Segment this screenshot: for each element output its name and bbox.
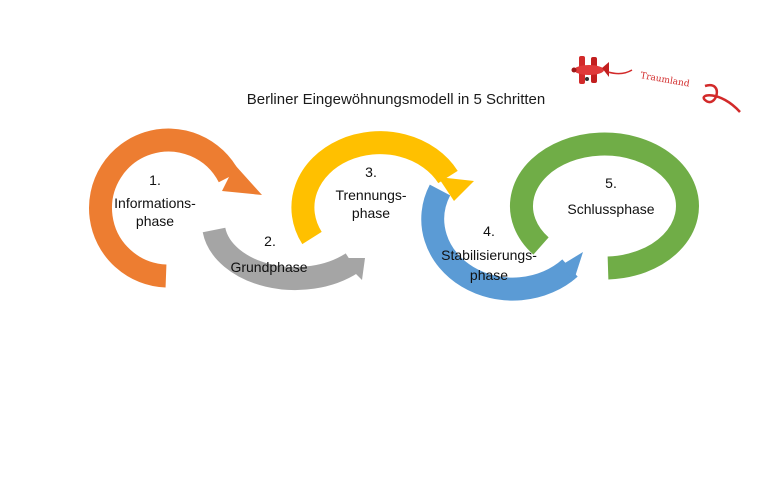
step-1-label: 1. Informations- phase [114, 172, 196, 229]
svg-text:phase: phase [136, 213, 174, 229]
svg-text:Trennungs-: Trennungs- [335, 187, 406, 203]
svg-text:4.: 4. [483, 223, 495, 239]
step-2-label: 2. Grundphase [230, 233, 307, 275]
logo: Traumland [571, 56, 741, 113]
svg-text:phase: phase [352, 205, 390, 221]
diagram-title: Berliner Eingewöhnungsmodell in 5 Schrit… [247, 91, 546, 108]
svg-text:Schlussphase: Schlussphase [567, 201, 654, 217]
svg-text:5.: 5. [605, 175, 617, 191]
svg-text:Informations-: Informations- [114, 195, 196, 211]
svg-text:1.: 1. [149, 172, 161, 188]
red-biplane-icon [571, 56, 609, 84]
step-1-arrow [89, 128, 262, 288]
step-2-arrow [202, 227, 365, 291]
svg-text:2.: 2. [264, 233, 276, 249]
step-5-arrow [510, 132, 699, 280]
banner-ribbon [702, 83, 741, 113]
step-5-label: 5. Schlussphase [567, 175, 654, 217]
banner-text: Traumland [639, 71, 690, 90]
svg-text:phase: phase [470, 267, 508, 283]
step-3-label: 3. Trennungs- phase [335, 164, 406, 221]
step-4-label: 4. Stabilisierungs- phase [441, 223, 537, 283]
svg-text:Grundphase: Grundphase [230, 259, 307, 275]
step-4-arrow [421, 184, 583, 301]
banner-rope [607, 69, 633, 75]
step-3-arrow [291, 131, 474, 245]
svg-text:Stabilisierungs-: Stabilisierungs- [441, 247, 537, 263]
svg-text:3.: 3. [365, 164, 377, 180]
